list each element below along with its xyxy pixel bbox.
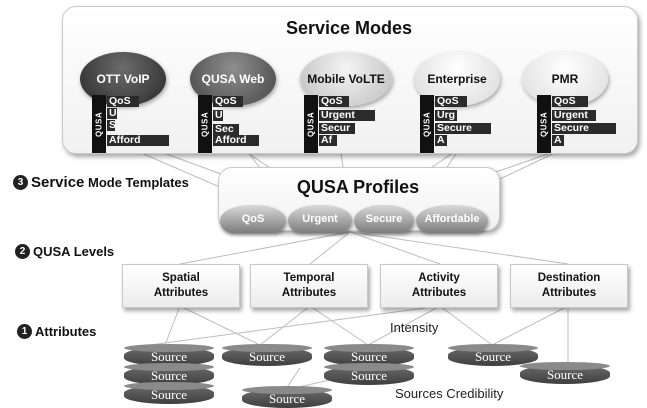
afford-bar: A bbox=[435, 135, 447, 146]
qos-bar: QoS bbox=[107, 96, 139, 107]
source-disk: Source bbox=[448, 344, 538, 366]
qos-bar: QoS bbox=[213, 96, 243, 107]
sources-credibility-label: Sources Credibility bbox=[395, 386, 504, 401]
profile-tab-secure: Secure bbox=[354, 205, 414, 233]
qos-bar: QoS bbox=[552, 96, 588, 107]
afford-bar: Afford bbox=[213, 135, 259, 146]
qos-bar: QoS bbox=[435, 96, 467, 107]
source-disk: Source bbox=[124, 363, 214, 385]
attr-line1: Destination bbox=[537, 272, 601, 284]
secure-bar: S bbox=[107, 120, 115, 131]
source-label: Source bbox=[248, 349, 286, 364]
qusa-tag: QUSA bbox=[420, 95, 434, 153]
source-disk: Source bbox=[324, 363, 414, 385]
urgent-bar: Urgent bbox=[552, 110, 596, 121]
step-3-label: Service Mode Templates bbox=[31, 174, 189, 191]
qusa-tag: QUSA bbox=[537, 95, 551, 153]
source-label: Source bbox=[350, 349, 388, 364]
secure-bar: Secure bbox=[552, 123, 616, 134]
attr-line2: Attributes bbox=[153, 287, 209, 299]
step-3-label-bold: Service bbox=[31, 174, 85, 191]
urgent-bar: Urgent bbox=[319, 110, 375, 121]
source-disk: Source bbox=[124, 344, 214, 366]
source-label: Source bbox=[268, 391, 306, 406]
source-label: Source bbox=[546, 367, 584, 382]
step-1-label: Attributes bbox=[35, 324, 97, 339]
urgent-bar: U bbox=[107, 108, 117, 119]
attr-line1: Activity bbox=[418, 272, 460, 284]
source-disk: Source bbox=[222, 344, 312, 366]
step-3-label-rest: Mode Templates bbox=[84, 175, 189, 190]
attr-line1: Spatial bbox=[162, 272, 200, 284]
attr-line2: Attributes bbox=[281, 287, 337, 299]
step-3-badge: 3 bbox=[13, 175, 28, 190]
urgent-bar: Urg bbox=[435, 110, 457, 121]
secure-bar: Secur bbox=[319, 123, 355, 134]
profile-tab-urgent: Urgent bbox=[288, 205, 352, 233]
attr-line2: Attributes bbox=[411, 287, 467, 299]
service-modes-title: Service Modes bbox=[285, 18, 413, 38]
qusa-tag: QUSA bbox=[92, 95, 106, 153]
source-disk: Source bbox=[124, 382, 214, 404]
secure-bar: Sec bbox=[213, 124, 239, 135]
qusa-tag: QUSA bbox=[304, 95, 318, 153]
source-label: Source bbox=[350, 368, 388, 383]
source-label: Source bbox=[150, 387, 188, 402]
step-1-badge: 1 bbox=[17, 324, 32, 339]
profile-tab-qos: QoS bbox=[220, 205, 286, 233]
step-2-label: QUSA Levels bbox=[33, 244, 115, 259]
source-disk: Source bbox=[242, 386, 332, 408]
urgent-bar: U bbox=[213, 110, 223, 121]
afford-bar: A bbox=[552, 135, 564, 146]
source-disk: Source bbox=[324, 344, 414, 366]
intensity-label: Intensity bbox=[390, 320, 439, 335]
secure-bar: Secure bbox=[435, 123, 491, 134]
qos-bar: QoS bbox=[319, 96, 349, 107]
source-label: Source bbox=[150, 349, 188, 364]
afford-bar: Af bbox=[319, 135, 337, 146]
qusa-profiles-title: QUSA Profiles bbox=[296, 177, 420, 197]
source-disk: Source bbox=[520, 362, 610, 384]
step-2-badge: 2 bbox=[15, 244, 30, 259]
afford-bar: Afford bbox=[107, 135, 169, 146]
source-label: Source bbox=[474, 349, 512, 364]
attr-line2: Attributes bbox=[541, 287, 597, 299]
qusa-tag: QUSA bbox=[198, 95, 212, 153]
profile-tab-affordable: Affordable bbox=[416, 205, 488, 233]
attr-line1: Temporal bbox=[283, 272, 335, 284]
source-label: Source bbox=[150, 368, 188, 383]
